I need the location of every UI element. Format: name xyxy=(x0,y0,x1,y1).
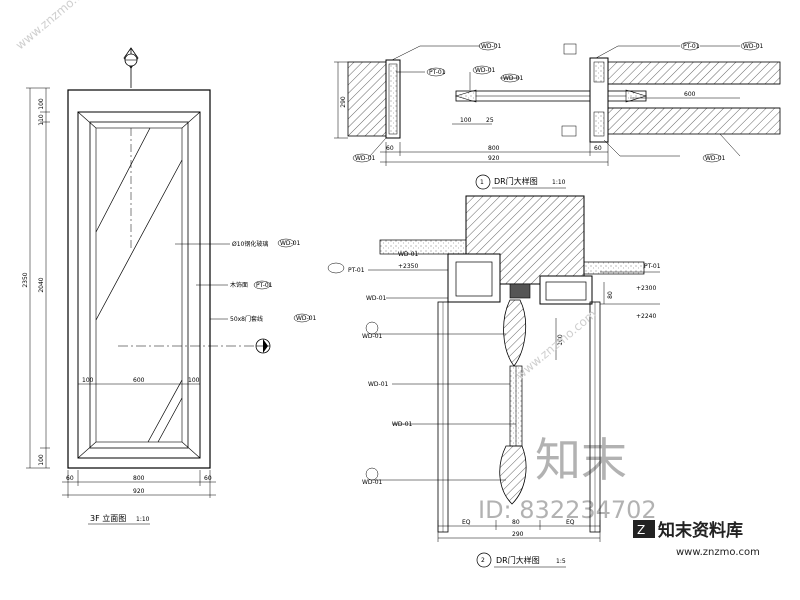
vs-scale: 1:5 xyxy=(556,558,566,565)
elevation-title: 3F 立面图 xyxy=(90,513,126,523)
plan-dim-b: 25 xyxy=(486,117,494,124)
svg-text:WD-01: WD-01 xyxy=(366,295,387,302)
door-vertical-section: 80 100 +2350 +2300 +2240 PT-01 WD-01 WD-… xyxy=(327,195,661,568)
callout-elev-3: WD-01 xyxy=(296,315,317,322)
plan-title: DR门大样图 xyxy=(494,176,538,186)
section-marker-top xyxy=(123,47,139,88)
svg-text:Ø10钢化玻璃: Ø10钢化玻璃 xyxy=(232,240,268,248)
plan-dim-bm: 800 xyxy=(488,145,500,152)
svg-text:WD-01: WD-01 xyxy=(503,75,524,82)
vs-title-block: 2 DR门大样图 1:5 xyxy=(476,552,566,568)
plan-dim-br: 60 xyxy=(594,145,602,152)
dim-left-2: 110 xyxy=(38,114,45,126)
dim-overall: 920 xyxy=(133,488,145,495)
svg-text:WD-01: WD-01 xyxy=(392,421,413,428)
elevation-dims-left xyxy=(26,87,50,469)
vs-dim-bl: EQ xyxy=(462,519,471,526)
plan-dim-a: 100 xyxy=(460,117,472,124)
svg-text:WD-01: WD-01 xyxy=(398,251,419,258)
plan-dim-overall: 920 xyxy=(488,155,500,162)
door-leaf-profile xyxy=(499,299,527,505)
watermark-site-url: www.znzmo.com xyxy=(676,547,760,558)
dim-bottom-1: 60 xyxy=(66,475,74,482)
plan-dim-bl: 60 xyxy=(386,145,394,152)
svg-text:1: 1 xyxy=(480,179,484,186)
watermark-site-name: 知末资料库 xyxy=(657,520,743,541)
plan-dim-height: 290 xyxy=(340,96,347,108)
elevation-dims-bottom xyxy=(62,470,216,498)
svg-text:WD-01: WD-01 xyxy=(362,333,383,340)
vs-dim-bm: 80 xyxy=(512,519,520,526)
vs-dim-top: 80 xyxy=(607,291,614,299)
plan-title-block: 1 DR门大样图 1:10 xyxy=(475,174,566,190)
dim-bottom-2: 800 xyxy=(133,475,145,482)
svg-text:Z: Z xyxy=(637,523,645,537)
svg-text:PT-01: PT-01 xyxy=(429,69,446,76)
svg-text:WD-01: WD-01 xyxy=(481,43,502,50)
vs-dim-br: EQ xyxy=(566,519,575,526)
dim-inner-3: 100 xyxy=(188,377,200,384)
section-marker-side xyxy=(255,338,271,354)
svg-text:PT-01: PT-01 xyxy=(348,267,365,274)
watermark-id: ID: 832234702 xyxy=(478,496,657,524)
dim-inner-2: 600 xyxy=(133,377,145,384)
svg-text:WD-01: WD-01 xyxy=(362,479,383,486)
elevation-callouts: Ø10钢化玻璃 WD-01 木饰面 PT-01 50x8门套线 WD-01 xyxy=(175,238,317,323)
vs-level-1: +2350 xyxy=(398,263,418,270)
dim-inner-1: 100 xyxy=(82,377,94,384)
door-plan-section: 290 60 800 60 920 600 100 25 WD-01 PT-01… xyxy=(334,41,781,190)
dim-left-1: 100 xyxy=(38,98,45,110)
vs-title: DR门大样图 xyxy=(496,555,540,565)
vs-dim-mid: 100 xyxy=(557,334,564,346)
plan-dim-right: 600 xyxy=(684,91,696,98)
vs-level-2: +2300 xyxy=(636,285,656,292)
callout-elev-2: PT-01 xyxy=(256,282,273,289)
dim-bottom-3: 60 xyxy=(204,475,212,482)
callout-elev-1: WD-01 xyxy=(280,240,301,247)
svg-text:WD-01: WD-01 xyxy=(355,155,376,162)
plan-tags: WD-01 PT-01 WD-01 WD-01 PT-01 WD-01 WD-0… xyxy=(352,41,764,163)
plan-scale: 1:10 xyxy=(552,179,566,186)
svg-text:PT-01: PT-01 xyxy=(644,263,661,270)
door-elevation: Ø10钢化玻璃 WD-01 木饰面 PT-01 50x8门套线 WD-01 10… xyxy=(22,47,317,525)
svg-text:WD-01: WD-01 xyxy=(743,43,764,50)
elevation-scale: 1:10 xyxy=(136,516,150,523)
svg-text:WD-01: WD-01 xyxy=(368,381,389,388)
svg-text:www.znzmo.com: www.znzmo.com xyxy=(13,0,99,52)
dim-left-5: 100 xyxy=(38,454,45,466)
svg-text:2: 2 xyxy=(481,557,485,564)
svg-text:木饰面: 木饰面 xyxy=(230,281,248,289)
vs-level-3: +2240 xyxy=(636,313,656,320)
dim-left-4: 2040 xyxy=(38,277,45,292)
vs-tags: PT-01 WD-01 WD-01 WD-01 WD-01 WD-01 PT-0… xyxy=(327,251,661,486)
vs-dim-overall: 290 xyxy=(512,531,524,538)
svg-text:PT-01: PT-01 xyxy=(683,43,700,50)
svg-text:WD-01: WD-01 xyxy=(475,67,496,74)
svg-text:WD-01: WD-01 xyxy=(705,155,726,162)
svg-text:50x8门套线: 50x8门套线 xyxy=(230,315,263,323)
watermark-brand: 知末 xyxy=(535,433,627,487)
dim-left-3: 2350 xyxy=(22,272,29,287)
